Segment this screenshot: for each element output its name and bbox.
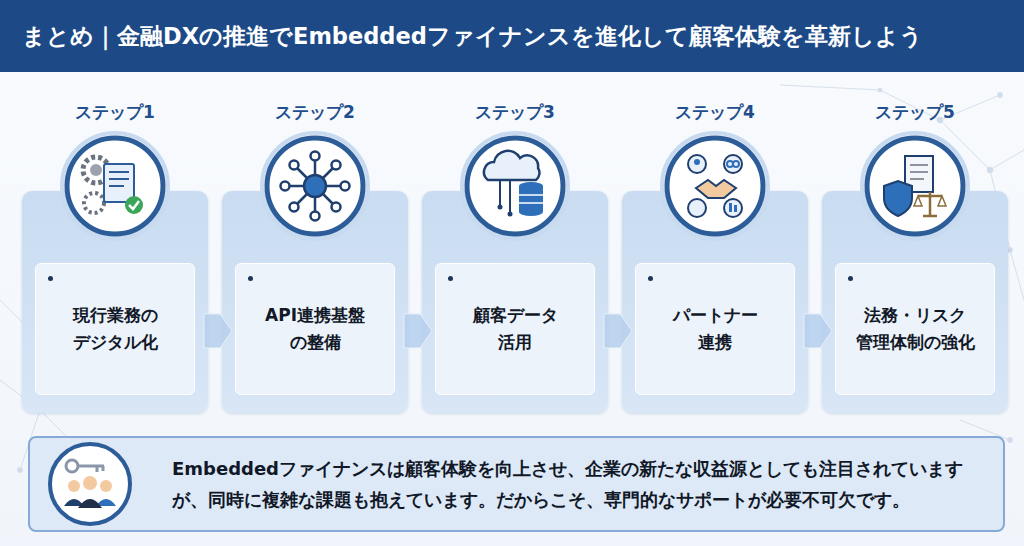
step-heading: ステップ5	[822, 101, 1008, 124]
step-card: ステップ1現行業務の デジタル化	[22, 191, 208, 413]
step-card: ステップ5法務・リスク 管理体制の強化	[822, 191, 1008, 413]
title-bar: まとめ｜金融DXの推進でEmbeddedファイナンスを進化して顧客体験を革新しよ…	[0, 0, 1024, 72]
step-box: 顧客データ 活用	[435, 263, 595, 395]
step-card: ステップ3顧客データ 活用	[422, 191, 608, 413]
step-heading: ステップ4	[622, 101, 808, 124]
summary-box: Embeddedファイナンスは顧客体験を向上させ、企業の新たな収益源としても注目…	[28, 436, 1005, 532]
step-box: API連携基盤 の整備	[235, 263, 395, 395]
step-heading: ステップ3	[422, 101, 608, 124]
bullet-dot	[648, 276, 653, 281]
step-label: 現行業務の デジタル化	[40, 302, 190, 356]
step-heading: ステップ2	[222, 101, 408, 124]
step-box: 現行業務の デジタル化	[35, 263, 195, 395]
step-label: パートナー 連携	[665, 302, 765, 356]
bullet-dot	[448, 276, 453, 281]
step-label: API連携基盤 の整備	[240, 302, 390, 356]
step-card: ステップ4パートナー 連携	[622, 191, 808, 413]
bullet-dot	[48, 276, 53, 281]
bullet-dot	[848, 276, 853, 281]
title: まとめ｜金融DXの推進でEmbeddedファイナンスを進化して顧客体験を革新しよ…	[22, 0, 923, 72]
step-card: ステップ2API連携基盤 の整備	[222, 191, 408, 413]
summary-text: Embeddedファイナンスは顧客体験を向上させ、企業の新たな収益源としても注目…	[172, 438, 972, 530]
step-label: 顧客データ 活用	[465, 302, 565, 356]
step-label: 法務・リスク 管理体制の強化	[850, 302, 980, 356]
step-box: パートナー 連携	[635, 263, 795, 395]
bullet-dot	[248, 276, 253, 281]
step-heading: ステップ1	[22, 101, 208, 124]
step-box: 法務・リスク 管理体制の強化	[835, 263, 995, 395]
